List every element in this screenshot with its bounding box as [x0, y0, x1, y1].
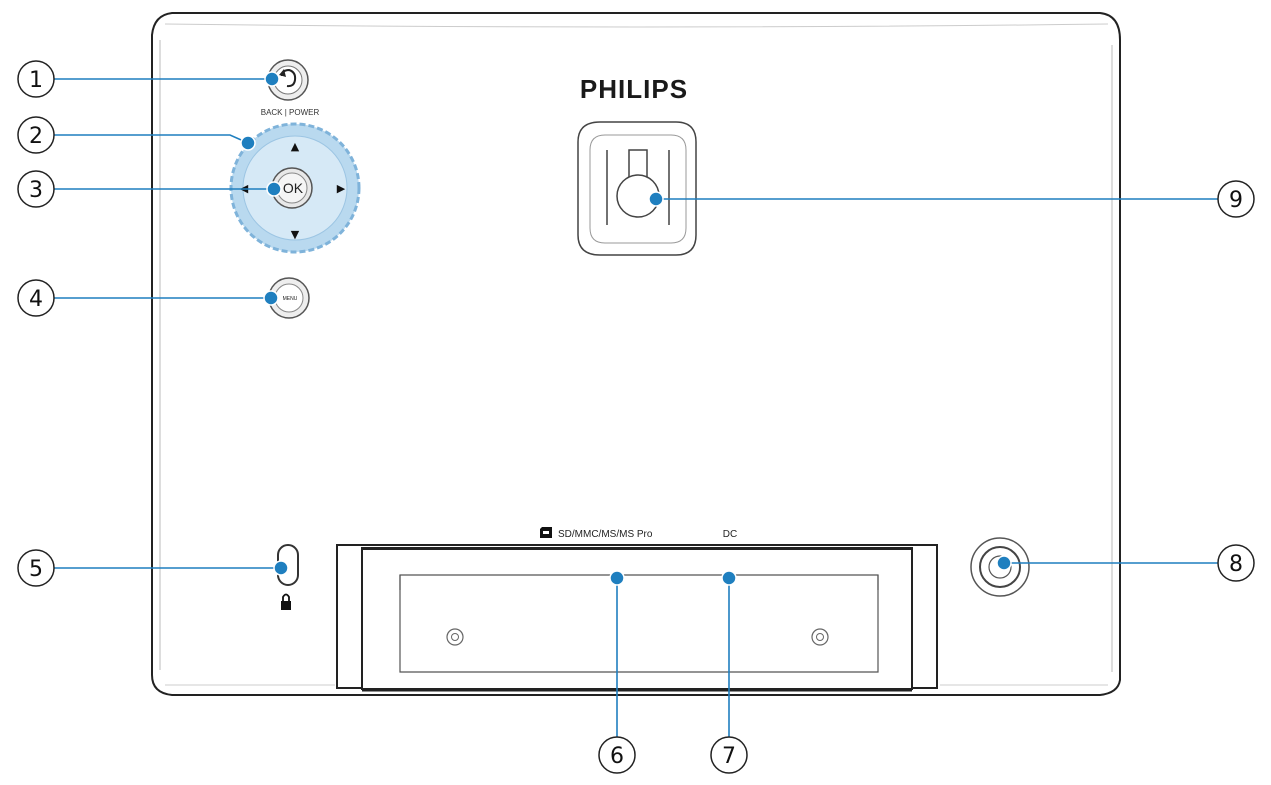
dc-label: DC	[723, 529, 737, 540]
nav-right-arrow[interactable]: ▶	[337, 182, 346, 195]
card-slot-housing	[336, 544, 938, 692]
menu-button[interactable]	[268, 277, 310, 319]
callout-4: 4	[17, 279, 55, 317]
callout-8: 8	[1217, 544, 1255, 582]
callout-6-number: 6	[610, 744, 624, 769]
callout-9: 9	[1217, 180, 1255, 218]
device-body	[151, 12, 1121, 696]
callout-7: 7	[710, 736, 748, 774]
callout-2-dot	[240, 135, 256, 151]
card-slot-label: SD/MMC/MS/MS Pro	[558, 529, 653, 540]
callout-1: 1	[17, 60, 55, 98]
screw-left-icon	[446, 628, 464, 646]
callout-8-number: 8	[1229, 552, 1243, 577]
nav-up-arrow[interactable]: ▲	[291, 140, 300, 153]
callout-6: 6	[598, 736, 636, 774]
wall-mount-hole	[577, 121, 697, 256]
callout-5-number: 5	[29, 557, 43, 582]
card-icon	[540, 527, 552, 538]
callout-5: 5	[17, 549, 55, 587]
back-power-label: BACK | POWER	[261, 108, 320, 117]
callout-9-dot	[648, 191, 664, 207]
callout-5-dot	[273, 560, 289, 576]
callout-9-number: 9	[1229, 188, 1243, 213]
ok-label: OK	[283, 180, 304, 196]
callout-2-number: 2	[29, 124, 43, 149]
callout-3-number: 3	[29, 178, 43, 203]
callout-8-dot	[996, 555, 1012, 571]
lock-icon	[281, 593, 291, 610]
callout-lines	[54, 71, 1218, 737]
callout-7-dot	[721, 570, 737, 586]
nav-down-arrow[interactable]: ▼	[291, 228, 300, 241]
callout-1-dot	[264, 71, 280, 87]
callout-6-dot	[609, 570, 625, 586]
callouts: 1 2 3 4 5 6 7 8	[17, 60, 1255, 774]
brand-logo: PHILIPS	[580, 74, 688, 104]
callout-3-dot	[266, 181, 282, 197]
callout-4-dot	[263, 290, 279, 306]
callout-1-number: 1	[29, 68, 43, 93]
menu-label: MENU	[283, 296, 298, 302]
callout-4-number: 4	[29, 287, 43, 312]
callout-3: 3	[17, 170, 55, 208]
callout-2: 2	[17, 116, 55, 154]
power-arrow-icon	[279, 69, 286, 77]
screw-right-icon	[811, 628, 829, 646]
back-power-button[interactable]	[267, 59, 309, 101]
callout-7-number: 7	[722, 744, 736, 769]
